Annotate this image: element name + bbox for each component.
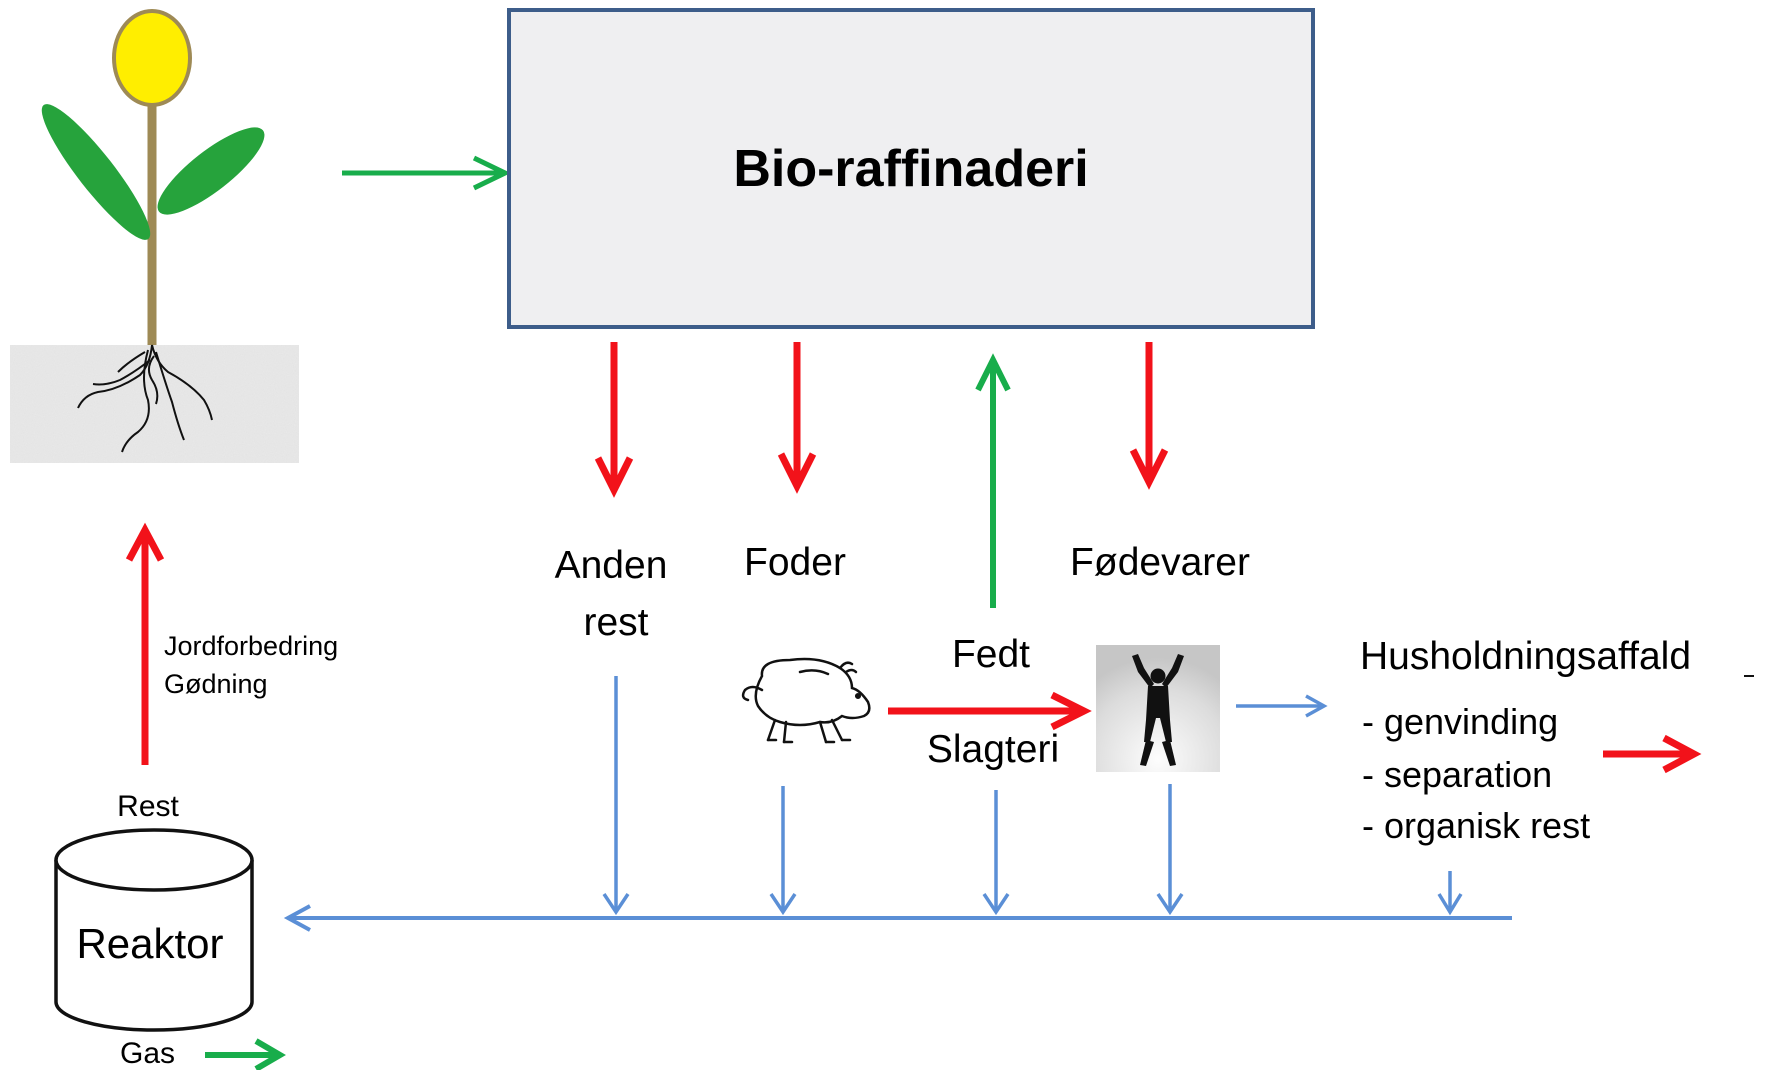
collection-line bbox=[283, 904, 1512, 932]
gas-output-arrow bbox=[205, 1038, 286, 1070]
feeder-arrows bbox=[602, 676, 1463, 916]
pig-icon bbox=[741, 657, 871, 744]
foder-label: Foder bbox=[744, 541, 846, 584]
godning-label: Gødning bbox=[164, 669, 268, 699]
reactor-cylinder-icon bbox=[54, 828, 254, 1032]
slagteri-label: Slagteri bbox=[927, 728, 1059, 771]
fodevarer-down-arrow bbox=[1129, 342, 1169, 490]
jordforbedring-up-arrow bbox=[125, 522, 165, 765]
slagteri-arrow bbox=[888, 691, 1092, 731]
rest-output-label: Rest bbox=[117, 790, 179, 823]
organisk-rest-label: - organisk rest bbox=[1362, 805, 1590, 846]
fedt-label: Fedt bbox=[952, 633, 1030, 676]
separation-label: - separation bbox=[1362, 754, 1552, 795]
rest-label: rest bbox=[583, 601, 648, 644]
reaktor-label: Reaktor bbox=[76, 920, 223, 967]
soil-with-roots-icon bbox=[10, 344, 299, 463]
biorefinery-box: Bio-raffinaderi bbox=[507, 8, 1315, 329]
fedt-up-arrow bbox=[975, 353, 1011, 608]
plant-icon bbox=[41, 9, 265, 345]
fodevarer-label: Fødevarer bbox=[1070, 541, 1250, 584]
foder-down-arrow bbox=[777, 342, 817, 494]
person-silhouette-icon bbox=[1096, 645, 1220, 772]
anden-label: Anden bbox=[555, 544, 668, 587]
biorefinery-title: Bio-raffinaderi bbox=[733, 140, 1088, 198]
household-output-arrow bbox=[1603, 734, 1702, 774]
husholdningsaffald-label: Husholdningsaffald bbox=[1360, 635, 1691, 678]
anden-rest-down-arrow bbox=[594, 342, 634, 498]
plant-to-refinery-arrow bbox=[342, 155, 511, 191]
genvinding-label: - genvinding bbox=[1362, 701, 1558, 742]
gas-label: Gas bbox=[120, 1037, 175, 1070]
to-household-arrow bbox=[1236, 694, 1328, 718]
jordforbedring-label: Jordforbedring bbox=[164, 631, 338, 661]
